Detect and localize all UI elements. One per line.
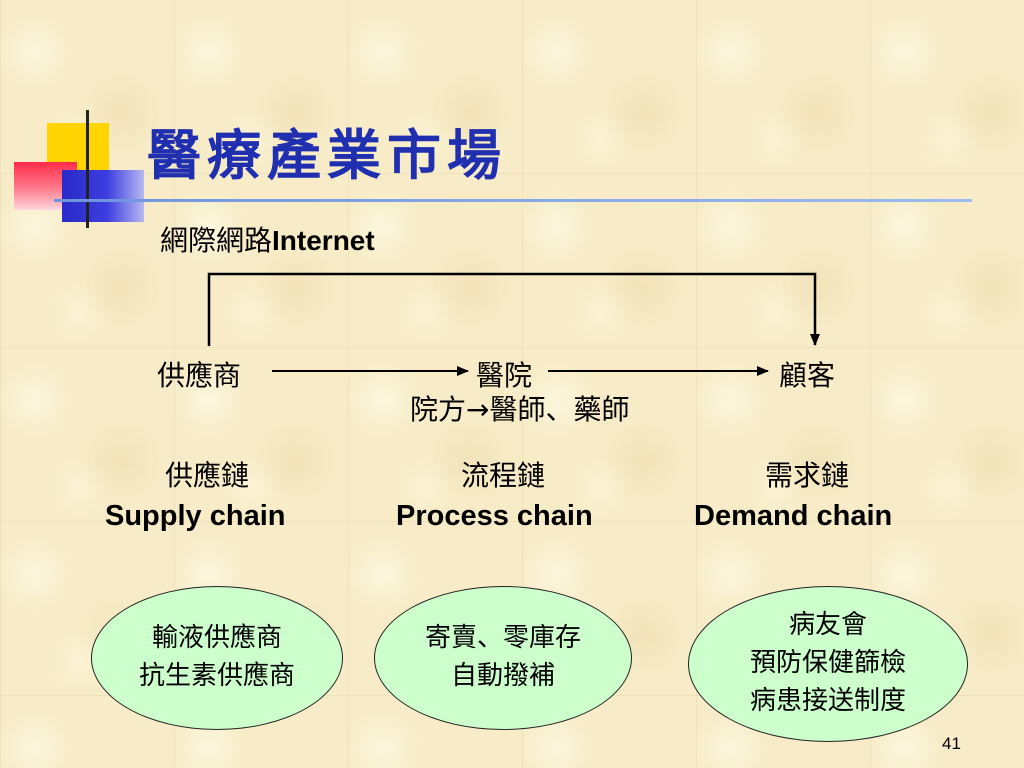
supply-chain-label-en: Supply chain xyxy=(105,500,286,532)
process-ellipse-line: 寄賣、零庫存 xyxy=(424,623,581,654)
internet-label-zh: 網際網路 xyxy=(160,224,273,257)
internet-label: 網際網路Internet xyxy=(160,227,375,255)
page-number: 41 xyxy=(942,734,961,753)
slide-title: 醫療產業市場 xyxy=(147,123,507,187)
supply-ellipse-line: 輸液供應商 xyxy=(151,623,282,654)
decorative-blue-square xyxy=(62,170,144,222)
node-customer: 顧客 xyxy=(779,359,836,392)
supply-ellipse: 輸液供應商 抗生素供應商 xyxy=(91,586,343,730)
demand-ellipse: 病友會 預防保健篩檢 病患接送制度 xyxy=(688,586,968,742)
internet-label-en: Internet xyxy=(272,225,375,256)
supply-chain-label-zh: 供應鏈 xyxy=(165,459,250,492)
process-ellipse-line: 自動撥補 xyxy=(450,661,555,691)
node-supplier: 供應商 xyxy=(157,359,242,392)
demand-ellipse-line: 病患接送制度 xyxy=(749,685,906,716)
demand-chain-label-en: Demand chain xyxy=(694,500,893,532)
demand-chain-label-zh: 需求鏈 xyxy=(765,459,850,492)
hospital-subtitle: 院方→醫師、藥師 xyxy=(410,393,630,426)
decorative-vertical-line xyxy=(86,110,89,228)
demand-ellipse-line: 病友會 xyxy=(788,610,867,641)
supply-ellipse-line: 抗生素供應商 xyxy=(138,661,295,691)
process-chain-label-en: Process chain xyxy=(396,500,593,532)
node-hospital: 醫院 xyxy=(476,359,533,392)
demand-ellipse-line: 預防保健篩檢 xyxy=(749,648,906,679)
process-ellipse: 寄賣、零庫存 自動撥補 xyxy=(374,586,632,730)
title-underline xyxy=(54,199,972,202)
internet-bracket-arrow xyxy=(207,272,820,346)
process-chain-label-zh: 流程鏈 xyxy=(461,459,546,492)
